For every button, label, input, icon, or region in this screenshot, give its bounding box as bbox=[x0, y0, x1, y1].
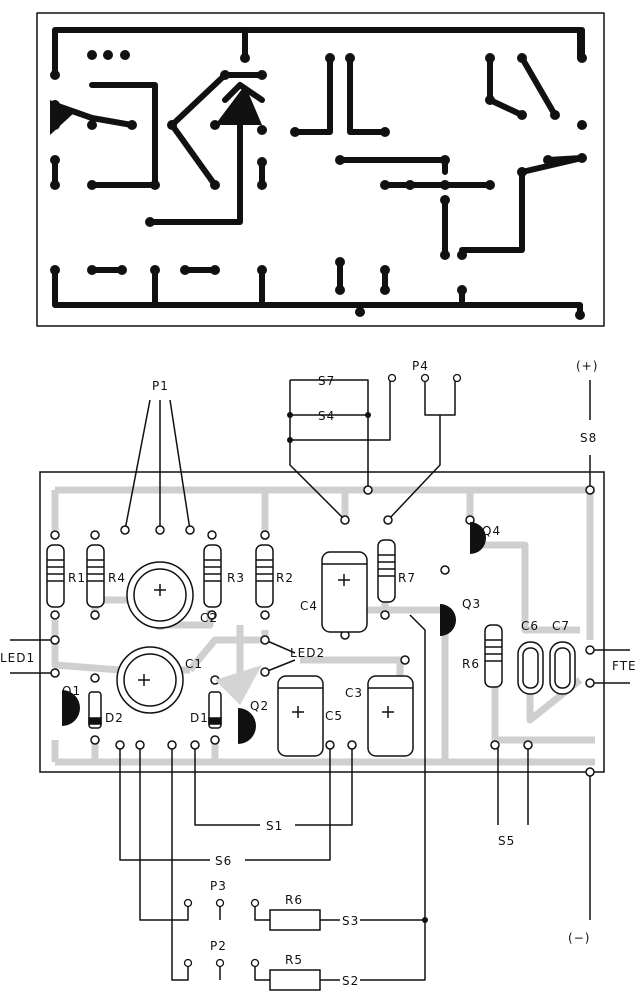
label-s1: S1 bbox=[266, 819, 283, 833]
label-p2: P2 bbox=[210, 939, 227, 953]
label-s4: S4 bbox=[318, 409, 335, 423]
label-r6-external: R6 bbox=[285, 893, 303, 907]
resistor-r1 bbox=[46, 544, 65, 608]
label-c2: C2 bbox=[200, 611, 218, 625]
transistor-q3 bbox=[440, 604, 456, 636]
label-s7: S7 bbox=[318, 374, 335, 388]
label-led2: LED2 bbox=[290, 646, 325, 660]
label-r7: R7 bbox=[398, 571, 416, 585]
label-p3: P3 bbox=[210, 879, 227, 893]
capacitor-c4 bbox=[321, 551, 368, 633]
capacitor-c7 bbox=[549, 641, 576, 695]
component-board-outline bbox=[39, 471, 605, 773]
resistor-r4 bbox=[86, 544, 105, 608]
label-led1: LED1 bbox=[0, 651, 35, 665]
pcb-copper-view bbox=[36, 12, 605, 327]
resistors bbox=[46, 539, 503, 991]
label-s3: S3 bbox=[342, 914, 359, 928]
pcb-component-view: P1 S7 S4 P4 (+) S8 R1 R4 R3 R2 R7 C4 Q4 … bbox=[0, 359, 637, 991]
label-fte: FTE bbox=[612, 659, 637, 673]
transistor-q4 bbox=[470, 522, 486, 554]
label-p1: P1 bbox=[152, 379, 169, 393]
label-s5: S5 bbox=[498, 834, 515, 848]
label-s8: S8 bbox=[580, 431, 597, 445]
diodes bbox=[88, 691, 222, 729]
label-s2: S2 bbox=[342, 974, 359, 988]
resistor-r6-external bbox=[269, 909, 321, 931]
wiring bbox=[10, 379, 630, 981]
label-plus: (+) bbox=[576, 359, 598, 373]
diode-d2 bbox=[88, 691, 102, 729]
label-minus: (−) bbox=[568, 931, 590, 945]
label-d1: D1 bbox=[190, 711, 209, 725]
capacitor-c6 bbox=[517, 641, 544, 695]
diode-d1 bbox=[208, 691, 222, 729]
led2-shading bbox=[215, 665, 262, 705]
label-p4: P4 bbox=[412, 359, 429, 373]
label-d2: D2 bbox=[105, 711, 124, 725]
terminals bbox=[183, 373, 462, 968]
label-r4: R4 bbox=[108, 571, 126, 585]
label-r3: R3 bbox=[227, 571, 245, 585]
copper-board-outline bbox=[36, 12, 605, 327]
transistor-q1 bbox=[62, 690, 80, 726]
capacitor-c1 bbox=[116, 646, 184, 714]
label-s6: S6 bbox=[215, 854, 232, 868]
label-c6: C6 bbox=[521, 619, 539, 633]
labels: P1 S7 S4 P4 (+) S8 R1 R4 R3 R2 R7 C4 Q4 … bbox=[0, 359, 637, 988]
label-q2: Q2 bbox=[250, 699, 269, 713]
resistor-r5-external bbox=[269, 969, 321, 991]
resistor-r7 bbox=[377, 539, 396, 603]
resistor-r3 bbox=[203, 544, 222, 608]
label-c3: C3 bbox=[345, 686, 363, 700]
label-c1: C1 bbox=[185, 657, 203, 671]
label-r6: R6 bbox=[462, 657, 480, 671]
capacitors bbox=[116, 551, 576, 757]
label-q4: Q4 bbox=[482, 524, 501, 538]
label-r2: R2 bbox=[276, 571, 294, 585]
label-c5: C5 bbox=[325, 709, 343, 723]
label-r5-external: R5 bbox=[285, 953, 303, 967]
label-q1: Q1 bbox=[62, 684, 81, 698]
label-q3: Q3 bbox=[462, 597, 481, 611]
label-c4: C4 bbox=[300, 599, 318, 613]
transistor-q2 bbox=[238, 708, 256, 744]
resistor-r6 bbox=[484, 624, 503, 688]
transistors bbox=[62, 522, 486, 744]
resistor-r2 bbox=[255, 544, 274, 608]
label-r1: R1 bbox=[68, 571, 86, 585]
capacitor-c3 bbox=[367, 675, 414, 757]
label-c7: C7 bbox=[552, 619, 570, 633]
junctions bbox=[287, 412, 428, 923]
capacitor-c5 bbox=[277, 675, 324, 757]
capacitor-c2 bbox=[126, 561, 194, 629]
